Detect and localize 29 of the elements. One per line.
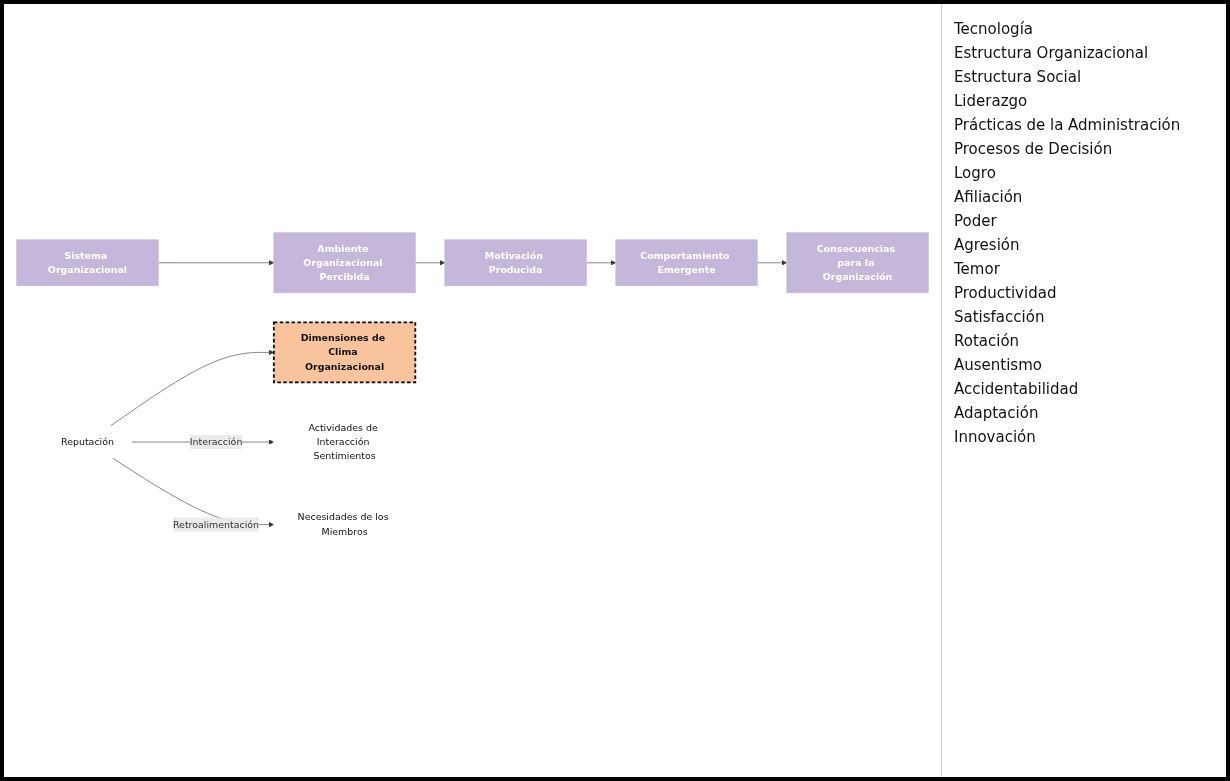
node-text: Reputación xyxy=(61,436,114,448)
node-box: Sistema Organizacional xyxy=(16,239,159,287)
node-box: Ambiente Organizacional Percibida xyxy=(273,232,416,294)
edge-label: Interacción xyxy=(189,436,243,448)
factor-label: Accidentabilidad xyxy=(954,380,1080,398)
factor-label: Temor xyxy=(954,260,1001,278)
edge-label: Retroalimentación xyxy=(172,519,260,531)
node-text: Necesidades de los Miembros xyxy=(297,511,389,538)
factor-label: Rotación xyxy=(954,332,1021,350)
factor-label: Innovación xyxy=(954,428,1037,446)
node-box: Motivación Producida xyxy=(444,239,587,287)
factor-label: Productividad xyxy=(954,284,1058,302)
factor-label: Poder xyxy=(954,212,998,230)
factor-label: Logro xyxy=(954,164,997,182)
factor-label: Procesos de Decisión xyxy=(954,140,1114,158)
node-box: Consecuencias para la Organización xyxy=(786,232,929,294)
node-text: Actividades de Interacción Sentimientos xyxy=(308,422,378,462)
factor-label: Estructura Organizacional xyxy=(954,44,1150,62)
node-box: Comportamiento Emergente xyxy=(615,239,758,287)
factor-label: Afiliación xyxy=(954,188,1024,206)
factor-label: Agresión xyxy=(954,236,1021,254)
node-box: Dimensiones de Clima Organizacional xyxy=(272,321,417,384)
factor-label: Liderazgo xyxy=(954,92,1029,110)
factor-label: Adaptación xyxy=(954,404,1040,422)
factor-label: Estructura Social xyxy=(954,68,1083,86)
factor-label: Tecnología xyxy=(954,20,1034,38)
factor-label: Prácticas de la Administración xyxy=(954,116,1182,134)
factor-label: Satisfacción xyxy=(954,308,1046,326)
factor-label: Ausentismo xyxy=(954,356,1043,374)
